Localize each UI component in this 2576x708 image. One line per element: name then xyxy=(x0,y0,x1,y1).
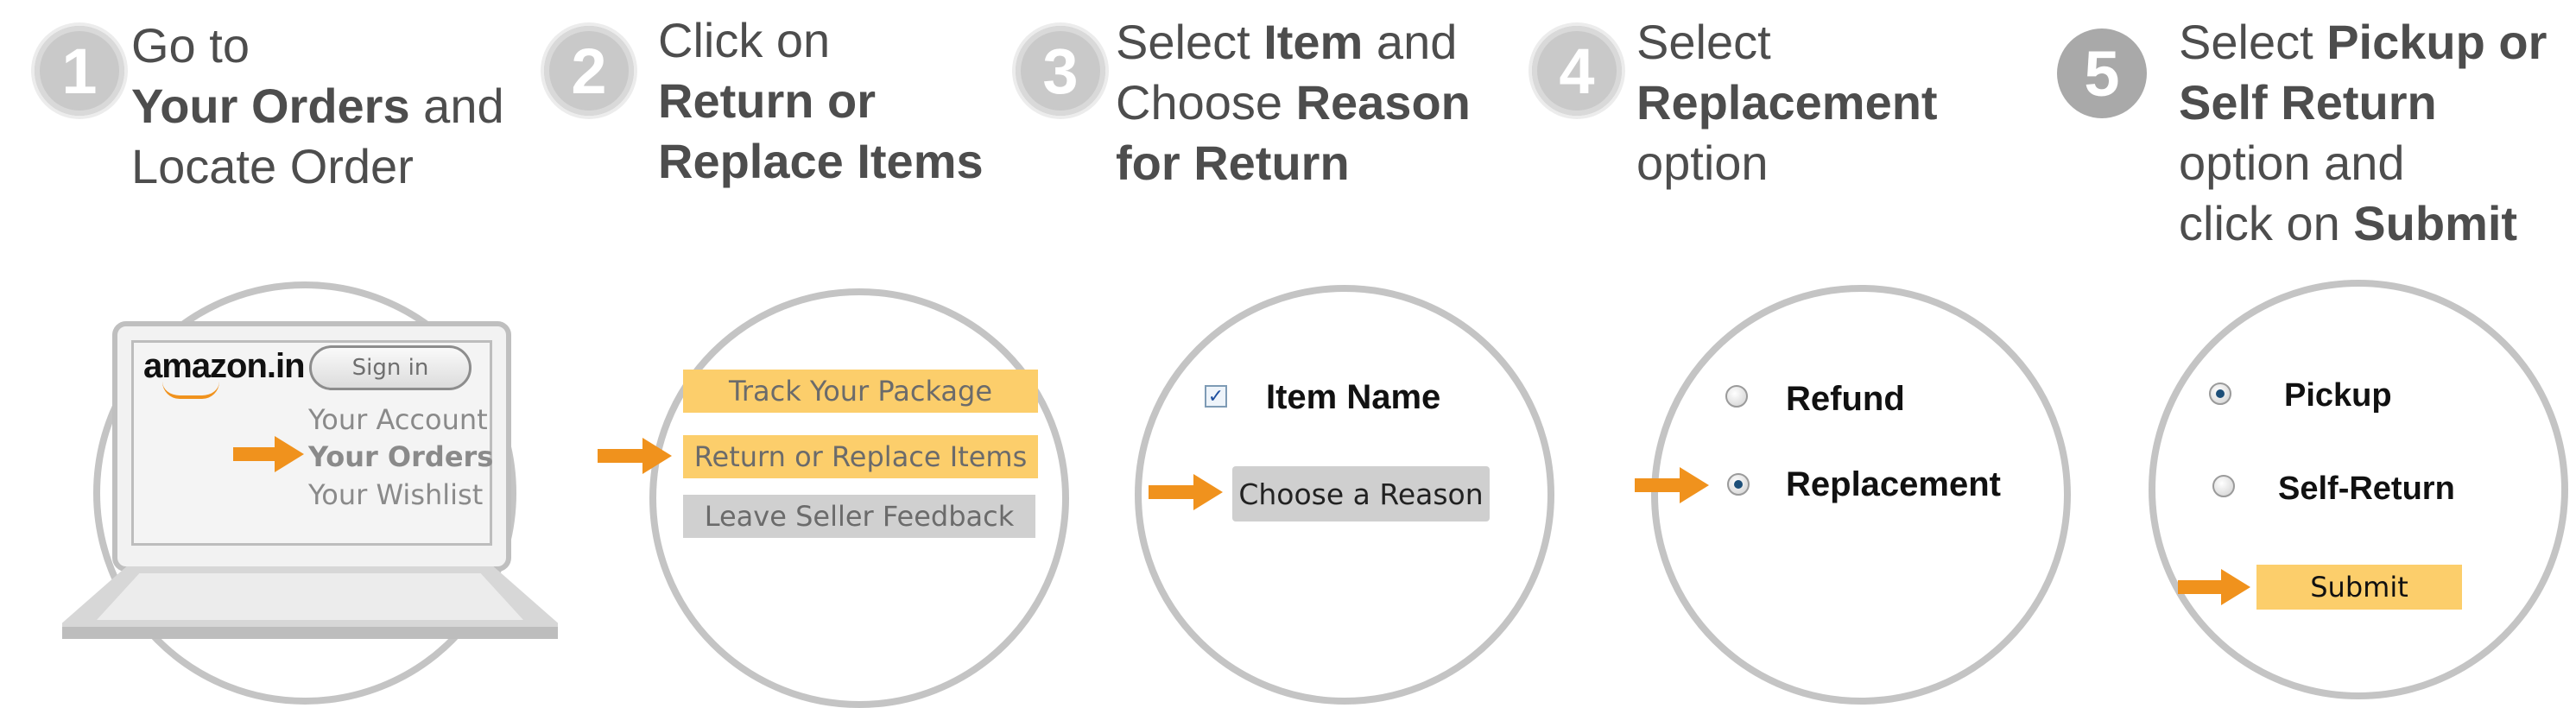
return-or-replace-button[interactable]: Return or Replace Items xyxy=(683,435,1038,478)
step-5-heading: Select Pickup or Self Return option and … xyxy=(2179,15,2548,250)
leave-seller-feedback-button[interactable]: Leave Seller Feedback xyxy=(683,495,1035,538)
arrow-icon xyxy=(2178,569,2250,605)
arrow-icon xyxy=(1149,474,1223,510)
replacement-label: Replacement xyxy=(1786,465,2001,503)
step-1-heading: Go to Your Orders and Locate Order xyxy=(131,18,504,193)
submit-button[interactable]: Submit xyxy=(2256,565,2462,610)
amazon-smile-icon xyxy=(162,382,219,399)
step-1-badge: 1 xyxy=(35,26,124,116)
menu-your-account[interactable]: Your Account xyxy=(308,403,488,436)
arrow-icon xyxy=(233,436,304,472)
step-4-badge: 4 xyxy=(1532,26,1622,116)
self-return-radio[interactable] xyxy=(2212,475,2235,497)
step-3-heading: Select Item and Choose Reason for Return xyxy=(1116,15,1471,190)
replacement-radio[interactable] xyxy=(1727,473,1750,496)
choose-reason-button[interactable]: Choose a Reason xyxy=(1232,466,1490,522)
arrow-icon xyxy=(598,438,672,474)
menu-your-orders[interactable]: Your Orders xyxy=(308,440,494,473)
self-return-label: Self-Return xyxy=(2278,471,2455,507)
step-3-badge: 3 xyxy=(1016,26,1105,116)
item-name-label: Item Name xyxy=(1266,378,1441,416)
arrow-icon xyxy=(1635,467,1709,503)
amazon-logo: amazon.in xyxy=(143,347,306,385)
step-2-heading: Click on Return or Replace Items xyxy=(658,13,984,188)
step-2-badge: 2 xyxy=(544,26,634,116)
menu-your-wishlist[interactable]: Your Wishlist xyxy=(308,478,484,511)
refund-label: Refund xyxy=(1786,380,1905,418)
track-package-button[interactable]: Track Your Package xyxy=(683,370,1038,413)
item-checkbox[interactable]: ✓ xyxy=(1205,385,1227,408)
pickup-radio[interactable] xyxy=(2209,382,2231,405)
step-4-heading: Select Replacement option xyxy=(1636,15,1938,190)
laptop-keyboard xyxy=(97,573,523,620)
refund-radio[interactable] xyxy=(1725,385,1748,408)
step-4-circle xyxy=(1651,285,2071,705)
laptop-base-edge xyxy=(62,627,558,639)
step-5-badge: 5 xyxy=(2057,28,2147,118)
sign-in-button[interactable]: Sign in xyxy=(309,345,472,390)
pickup-label: Pickup xyxy=(2284,377,2392,414)
step-5-circle xyxy=(2149,280,2568,699)
